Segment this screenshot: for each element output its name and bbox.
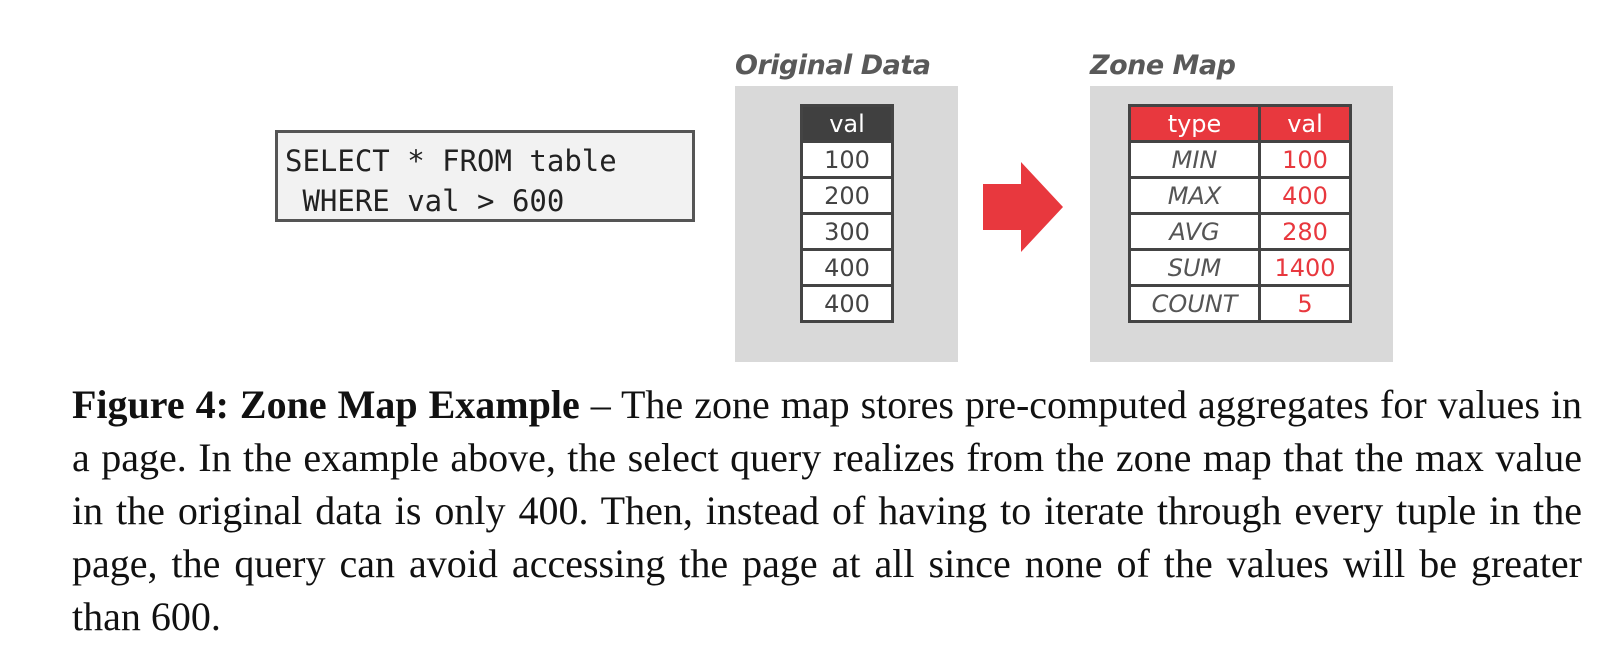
- zone-map-title: Zone Map: [1090, 50, 1236, 81]
- sql-query-box: SELECT * FROM table WHERE val > 600: [275, 130, 695, 222]
- zone-map-val-cell: 1400: [1258, 248, 1352, 287]
- original-data-cell: 200: [800, 176, 894, 215]
- zone-map-type-cell: MAX: [1128, 176, 1261, 215]
- original-data-cell: 400: [800, 248, 894, 287]
- original-data-header: val: [800, 104, 894, 143]
- figure-caption-label: Figure 4: Zone Map Example: [72, 382, 580, 427]
- zone-map-header-type: type: [1128, 104, 1261, 143]
- table-row: 200: [800, 176, 894, 215]
- right-arrow-icon: [983, 162, 1063, 252]
- table-row: 100: [800, 140, 894, 179]
- original-data-table: val 100 200 300 400 400: [800, 104, 894, 323]
- zone-map-val-cell: 280: [1258, 212, 1352, 251]
- original-data-cell: 300: [800, 212, 894, 251]
- zone-map-val-cell: 400: [1258, 176, 1352, 215]
- table-row: MAX 400: [1128, 176, 1352, 215]
- table-row: 400: [800, 284, 894, 323]
- zone-map-type-cell: SUM: [1128, 248, 1261, 287]
- zone-map-type-cell: AVG: [1128, 212, 1261, 251]
- zone-map-type-cell: MIN: [1128, 140, 1261, 179]
- original-data-title: Original Data: [735, 50, 931, 81]
- sql-query-line-2: WHERE val > 600: [285, 184, 565, 218]
- table-row: 400: [800, 248, 894, 287]
- zone-map-table: type val MIN 100 MAX 400 AVG 280 SUM 140…: [1128, 104, 1352, 323]
- table-row: SUM 1400: [1128, 248, 1352, 287]
- zone-map-val-cell: 5: [1258, 284, 1352, 323]
- figure-caption: Figure 4: Zone Map Example – The zone ma…: [72, 378, 1582, 643]
- table-row: MIN 100: [1128, 140, 1352, 179]
- zone-map-figure: SELECT * FROM table WHERE val > 600 Orig…: [275, 50, 1393, 362]
- sql-query-line-1: SELECT * FROM table: [285, 144, 617, 178]
- table-row: AVG 280: [1128, 212, 1352, 251]
- original-data-cell: 400: [800, 284, 894, 323]
- figure-caption-text: – The zone map stores pre-computed aggre…: [72, 382, 1582, 639]
- table-row: 300: [800, 212, 894, 251]
- zone-map-header-val: val: [1258, 104, 1352, 143]
- zone-map-type-cell: COUNT: [1128, 284, 1261, 323]
- original-data-cell: 100: [800, 140, 894, 179]
- zone-map-val-cell: 100: [1258, 140, 1352, 179]
- table-row: COUNT 5: [1128, 284, 1352, 323]
